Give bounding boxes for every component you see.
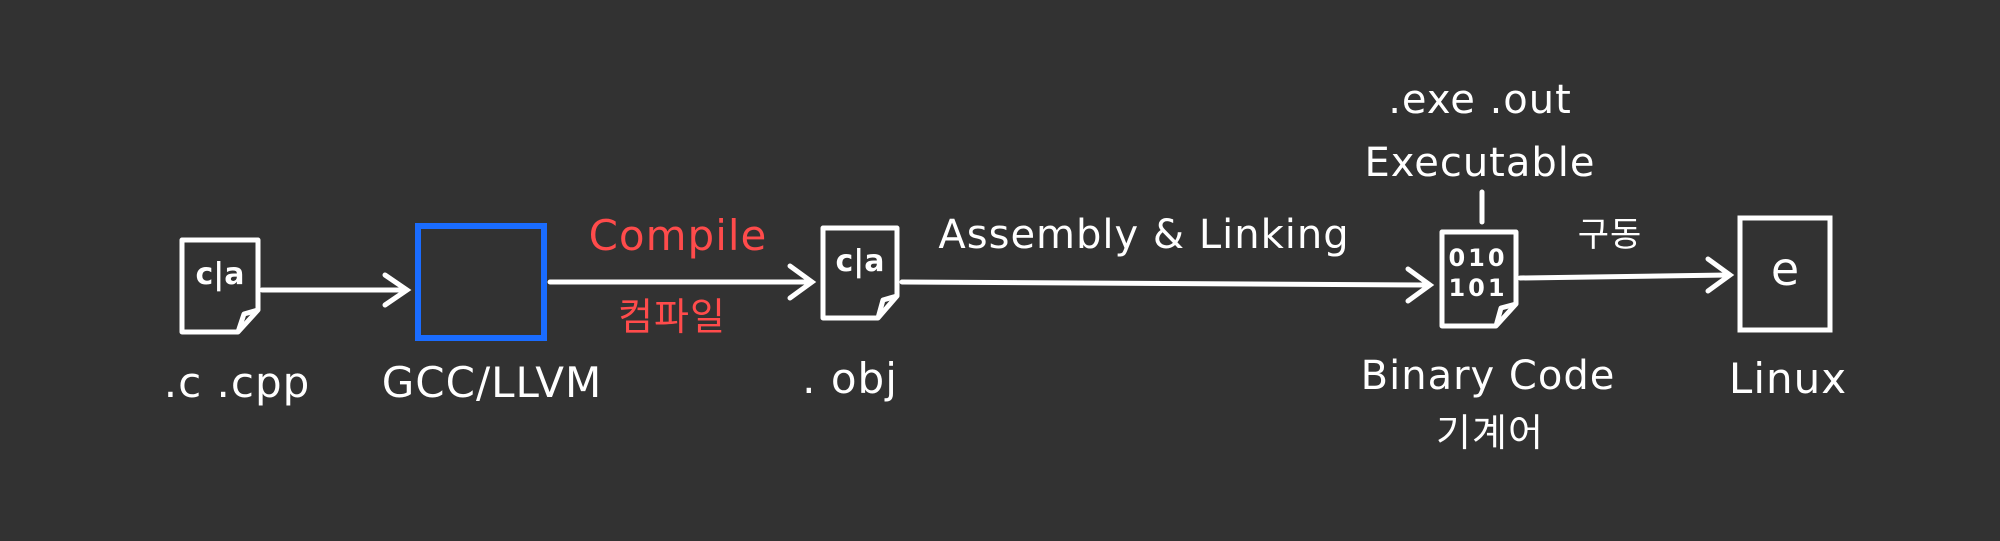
source-file-icon (179, 237, 261, 335)
arrow-run (1517, 256, 1735, 294)
object-file-icon-text: c|a (835, 244, 885, 279)
binary-icon-line1: 010 (1448, 244, 1508, 272)
linux-icon-glyph: e (1770, 242, 1800, 296)
machine-code-label: 기계어 (1436, 411, 1544, 455)
compiler-box (415, 223, 547, 341)
compiler-label: GCC/LLVM (381, 358, 603, 407)
compile-sublabel: 컴파일 (618, 295, 726, 339)
arrow-assembly-linking (899, 266, 1435, 304)
binary-icon-line2: 101 (1448, 274, 1508, 302)
object-file-icon (820, 225, 900, 321)
executable-label: Executable (1364, 140, 1596, 186)
binary-code-label: Binary Code (1360, 353, 1616, 399)
assembly-linking-label: Assembly & Linking (938, 212, 1350, 258)
arrow-compile (547, 263, 817, 301)
binary-file-icon (1439, 229, 1519, 329)
source-file-icon-text: c|a (195, 257, 245, 292)
run-label: 구동 (1577, 215, 1643, 255)
compile-label: Compile (588, 211, 768, 260)
source-label: .c .cpp (163, 358, 311, 407)
object-label: . obj (802, 354, 898, 403)
arrow-source-to-compiler (259, 272, 412, 308)
linux-label: Linux (1728, 354, 1848, 403)
linux-icon-frame (1737, 215, 1833, 333)
executable-extensions-label: .exe .out (1388, 77, 1572, 123)
